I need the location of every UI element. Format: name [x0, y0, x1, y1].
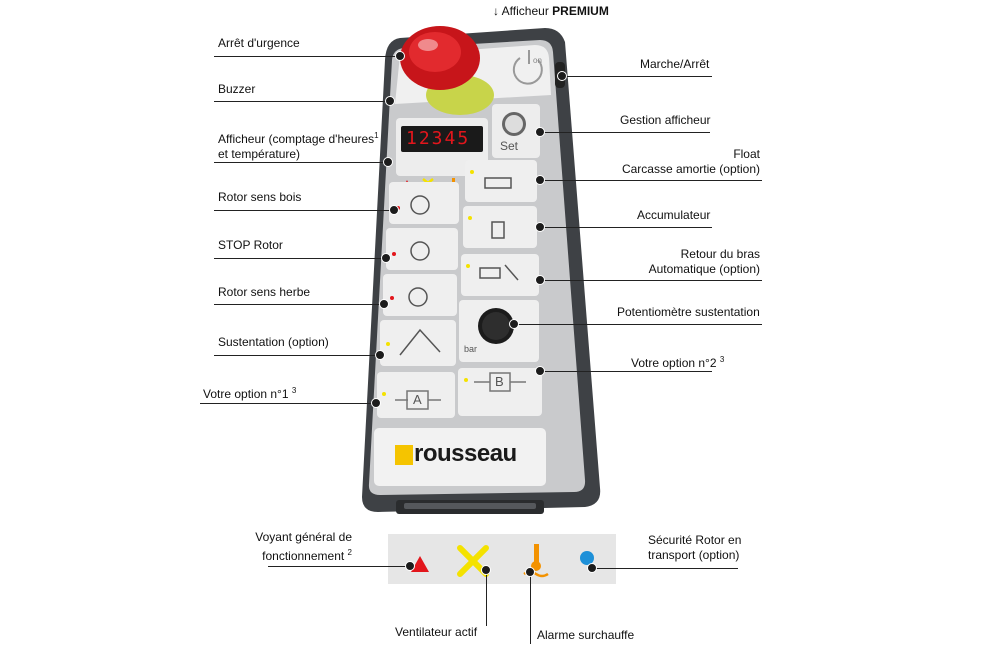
pointer-dot — [395, 51, 405, 61]
pointer-dot — [535, 127, 545, 137]
label-rotor-sens-bois: Rotor sens bois — [218, 190, 302, 204]
label-gestion-afficheur: Gestion afficheur — [620, 113, 711, 127]
label-sustentation: Sustentation (option) — [218, 335, 329, 349]
pointer-dot — [535, 366, 545, 376]
label-stop-rotor: STOP Rotor — [218, 238, 283, 252]
pointer-dot — [371, 398, 381, 408]
pointer-dot — [381, 253, 391, 263]
pointer-dot — [535, 222, 545, 232]
pointer-dot — [525, 567, 535, 577]
pointer-dot — [405, 561, 415, 571]
label-securite-rotor: Sécurité Rotor en transport (option) — [648, 533, 742, 562]
label-marche-arret: Marche/Arrêt — [640, 57, 710, 71]
label-votre-option-1: Votre option n°1 3 — [203, 386, 297, 401]
down-arrow-icon: ↓ — [493, 4, 499, 18]
display-digits: 12345 — [406, 128, 471, 149]
label-arret-urgence: Arrêt d'urgence — [218, 36, 300, 50]
label-retour-du-bras: Retour du bras Automatique (option) — [648, 247, 760, 276]
brand-logo: rousseau — [414, 440, 517, 467]
pointer-dot — [385, 96, 395, 106]
potentiometer-bar-label: bar — [464, 344, 478, 354]
label-ventilateur-actif: Ventilateur actif — [395, 625, 478, 639]
pointer-dot — [481, 565, 491, 575]
label-alarme-surchauffe: Alarme surchauffe — [537, 628, 635, 642]
pointer-dot — [375, 350, 385, 360]
pointer-dot — [379, 299, 389, 309]
label-potentiometre: Potentiomètre sustentation — [617, 305, 760, 319]
indicator-legend-panel — [388, 534, 616, 584]
pointer-dot — [587, 563, 597, 573]
pointer-dot — [535, 175, 545, 185]
pointer-dot — [509, 319, 519, 329]
label-afficheur: Afficheur (comptage d'heures1 et tempéra… — [218, 131, 379, 161]
button-b[interactable]: B — [495, 374, 504, 389]
button-a[interactable]: A — [413, 392, 422, 407]
label-float: Float Carcasse amortie (option) — [621, 147, 760, 176]
label-buzzer: Buzzer — [218, 82, 256, 96]
label-accumulateur: Accumulateur — [637, 208, 711, 222]
pointer-dot — [389, 205, 399, 215]
header-title: ↓ Afficheur PREMIUM — [493, 4, 609, 18]
pointer-dot — [535, 275, 545, 285]
on-off-label: on — [533, 56, 542, 65]
set-button[interactable]: Set — [500, 139, 519, 153]
pointer-dot — [383, 157, 393, 167]
pointer-dot — [557, 71, 567, 81]
label-votre-option-2: Votre option n°2 3 — [631, 355, 725, 370]
label-rotor-sens-herbe: Rotor sens herbe — [218, 285, 311, 299]
label-voyant-general: Voyant général de fonctionnement 2 — [255, 530, 352, 563]
